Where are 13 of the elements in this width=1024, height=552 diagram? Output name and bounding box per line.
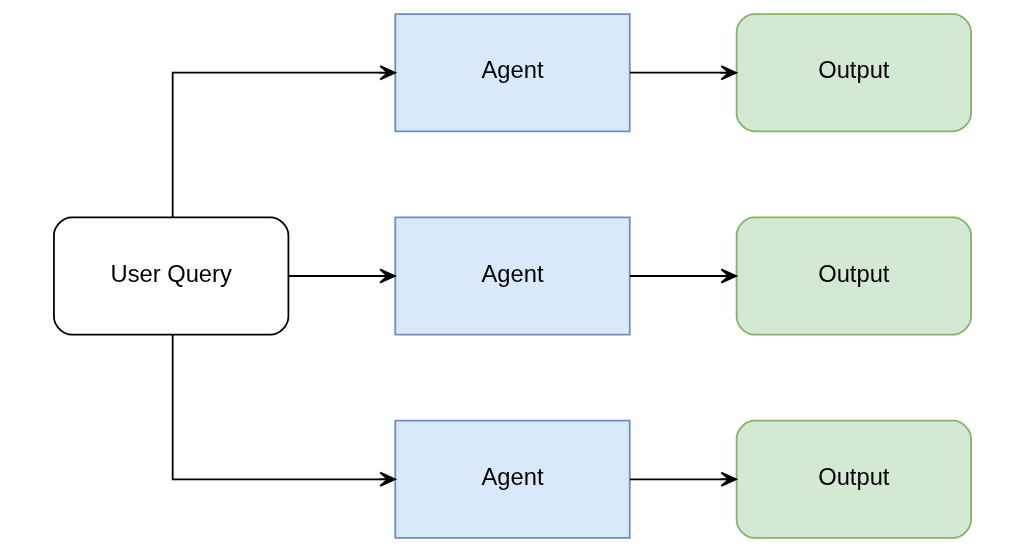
node-box: User Query bbox=[52, 216, 289, 336]
node-box: Output bbox=[735, 13, 972, 133]
arrow bbox=[628, 65, 737, 81]
node-box: Agent bbox=[393, 13, 631, 133]
arrow bbox=[171, 65, 396, 219]
node-box: Agent bbox=[393, 419, 631, 539]
node-box: Output bbox=[735, 419, 972, 539]
arrow bbox=[171, 333, 396, 487]
node-box: Output bbox=[735, 216, 972, 336]
arrow bbox=[287, 268, 396, 284]
arrow bbox=[628, 268, 737, 284]
node-box: Agent bbox=[393, 216, 631, 336]
arrow bbox=[628, 471, 737, 487]
